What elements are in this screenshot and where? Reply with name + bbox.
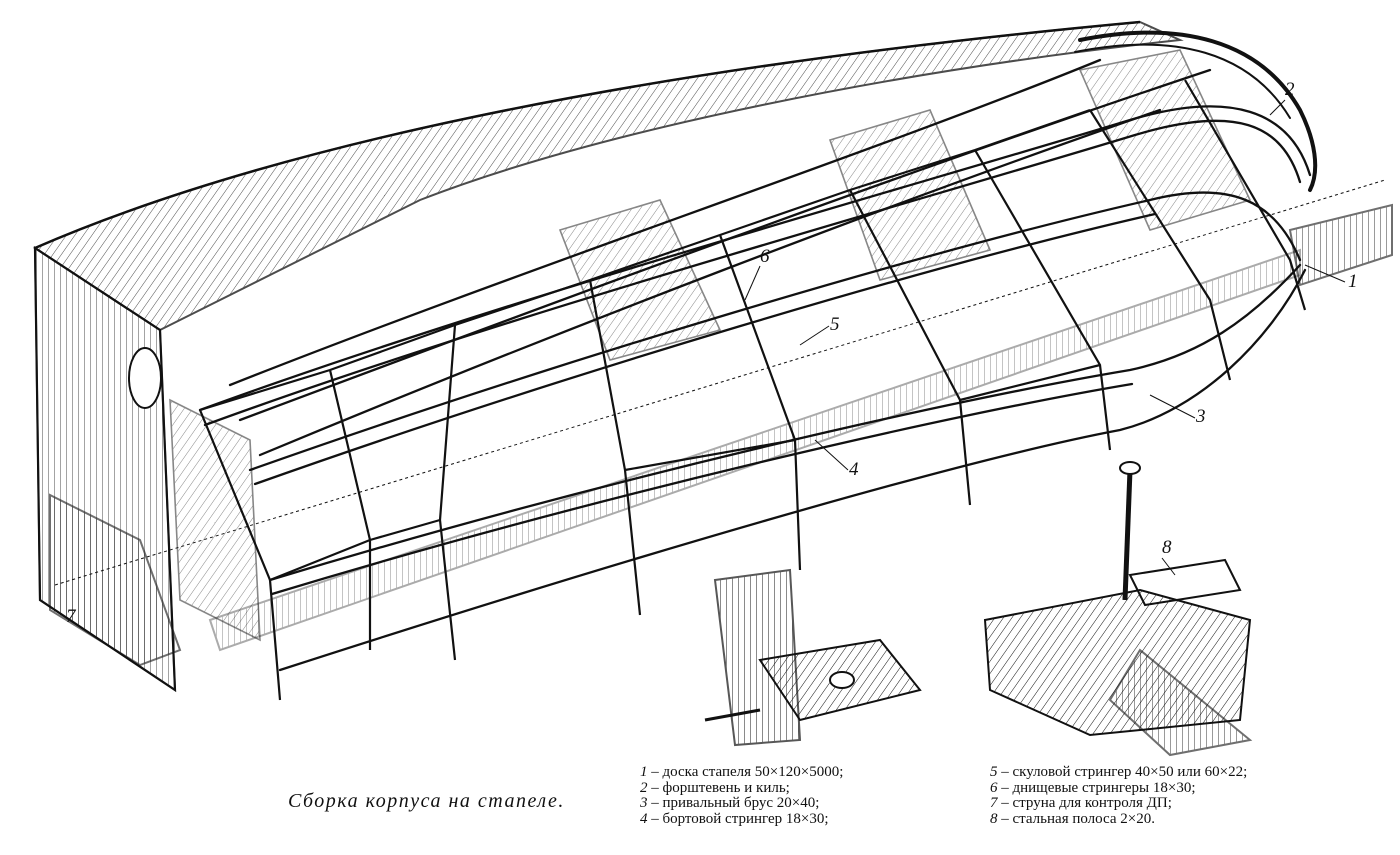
legend-number: 8 — [990, 810, 998, 827]
legend-item: 8 – стальная полоса 2×20. — [990, 810, 1247, 828]
legend-text: – скуловой стрингер 40×50 или 60×22; — [997, 764, 1248, 780]
legend-number: 7 — [990, 795, 998, 811]
figure-caption: Сборка корпуса на стапеле. — [288, 790, 565, 812]
callout-6: 6 — [760, 246, 770, 267]
legend-left: 1 – доска стапеля 50×120×5000;2 – форште… — [640, 764, 844, 828]
legend-text: – бортовой стрингер 18×30; — [647, 810, 829, 827]
legend-item: 5 – скуловой стрингер 40×50 или 60×22; — [990, 764, 1248, 781]
callout-5: 5 — [830, 314, 840, 335]
legend-number: 1 — [640, 764, 648, 780]
legend-text: – форштевень и киль; — [647, 779, 790, 796]
callout-4: 4 — [849, 459, 859, 480]
detail-bolt — [983, 461, 1253, 757]
callout-2: 2 — [1285, 79, 1295, 100]
cover-surface — [32, 20, 1184, 332]
hull-assembly-drawing: 1 2 3 4 5 6 7 8 — [32, 20, 1393, 757]
legend-item: 6 – днищевые стрингеры 18×30; — [990, 779, 1247, 797]
legend-number: 3 — [640, 795, 648, 811]
callouts: 1 2 3 4 5 6 7 8 — [66, 79, 1358, 627]
legend-number: 6 — [990, 779, 998, 796]
legend-number: 2 — [640, 779, 648, 796]
control-string — [54, 179, 1386, 586]
legend-item: 7 – струна для контроля ДП; — [990, 795, 1247, 812]
bulkhead-panels — [169, 49, 1252, 642]
legend-number: 5 — [990, 764, 998, 780]
legend-text: – привальный брус 20×40; — [647, 795, 820, 811]
legend-item: 1 – доска стапеля 50×120×5000; — [640, 764, 844, 781]
legend-text: – днищевые стрингеры 18×30; — [997, 779, 1196, 796]
legend-number: 4 — [640, 810, 648, 827]
legend-text: – доска стапеля 50×120×5000; — [647, 764, 844, 780]
callout-7: 7 — [66, 606, 77, 627]
legend-item: 4 – бортовой стрингер 18×30; — [640, 810, 843, 828]
legend-item: 2 – форштевень и киль; — [640, 779, 843, 797]
legend-text: – струна для контроля ДП; — [997, 795, 1172, 811]
callout-3: 3 — [1195, 406, 1206, 427]
legend-text: – стальная полоса 2×20. — [997, 810, 1155, 827]
detail-clamp — [704, 568, 922, 747]
callout-1: 1 — [1348, 271, 1358, 292]
legend-item: 3 – привальный брус 20×40; — [640, 795, 843, 812]
legend-right: 5 – скуловой стрингер 40×50 или 60×22;6 … — [990, 764, 1248, 828]
callout-8: 8 — [1162, 537, 1172, 558]
